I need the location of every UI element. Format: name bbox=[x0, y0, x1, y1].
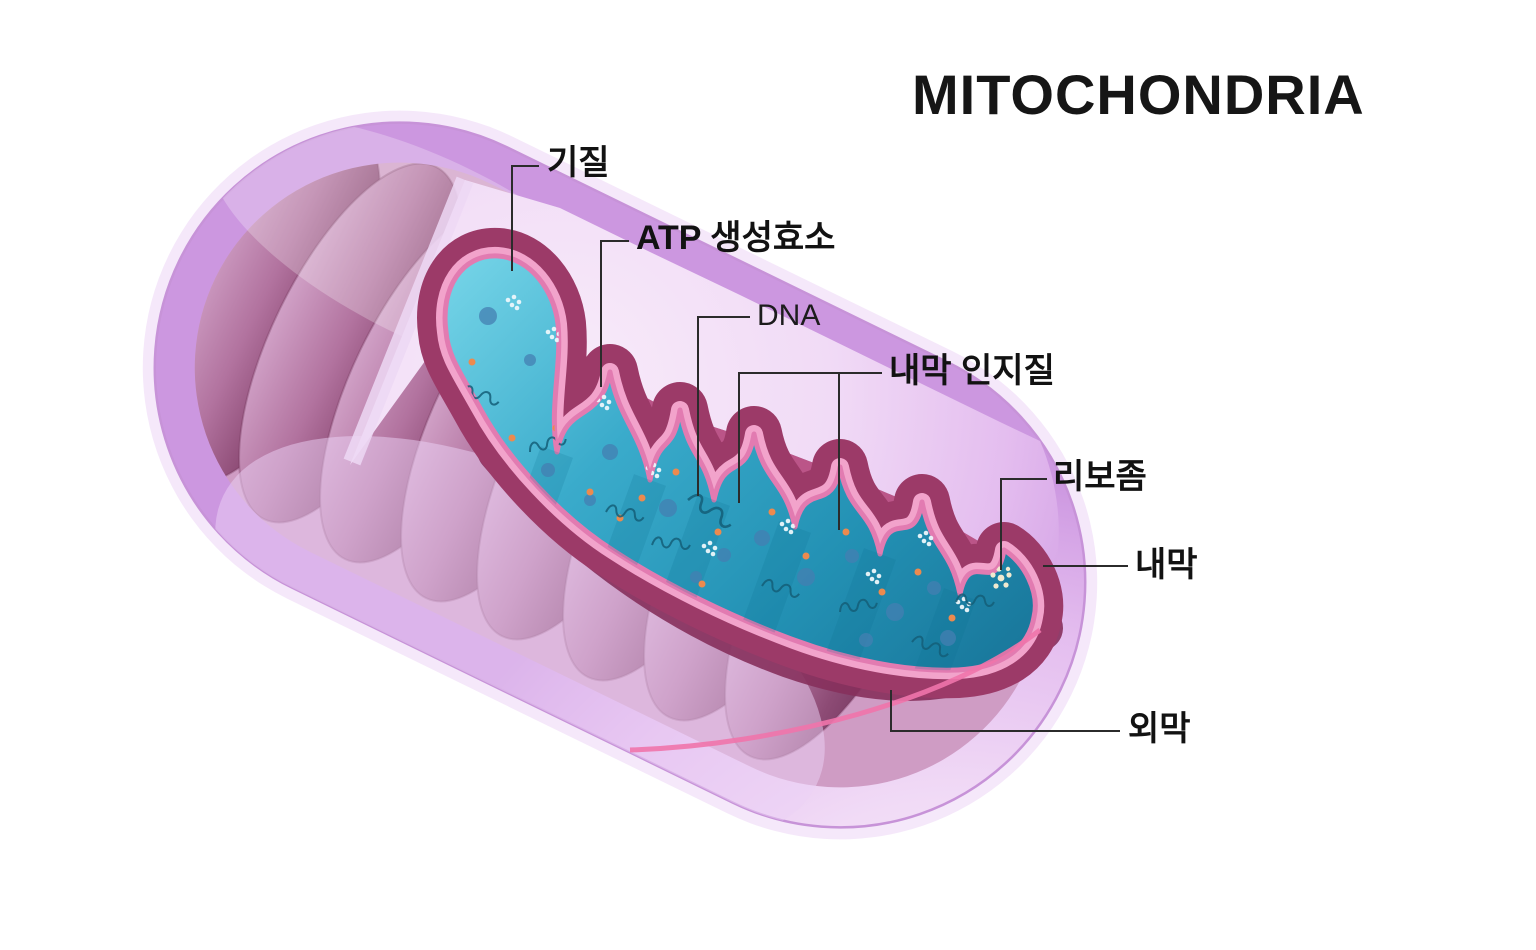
diagram-title: MITOCHONDRIA bbox=[912, 63, 1365, 126]
matrix-region bbox=[445, 255, 1036, 671]
label-dna: DNA bbox=[757, 299, 821, 332]
leader-lines bbox=[511, 165, 1128, 732]
leader-line-ribosome bbox=[1000, 478, 1047, 570]
leader-line-atp-synthase bbox=[600, 240, 629, 387]
leader-line-outer-membrane bbox=[890, 690, 1120, 732]
inner-membrane-edge bbox=[442, 253, 1038, 673]
label-atp-synthase: ATP 생성효소 bbox=[636, 219, 836, 257]
label-matrix: 기질 bbox=[547, 144, 610, 182]
leader-line-matrix bbox=[511, 165, 539, 271]
membrane-glaze bbox=[215, 436, 825, 844]
leader-line-dna bbox=[697, 316, 750, 496]
leader-line-phospholipid bbox=[738, 372, 882, 503]
label-inner-membrane: 내막 bbox=[1135, 546, 1198, 584]
cut-edge bbox=[343, 176, 474, 466]
ribosome-target bbox=[990, 566, 1012, 589]
label-ribosome: 리보좀 bbox=[1053, 458, 1147, 496]
label-inner-membrane-phospholipid: 내막 인지질 bbox=[889, 352, 1055, 390]
outer-membrane-edge bbox=[629, 628, 1042, 753]
label-outer-membrane: 외막 bbox=[1128, 710, 1191, 748]
